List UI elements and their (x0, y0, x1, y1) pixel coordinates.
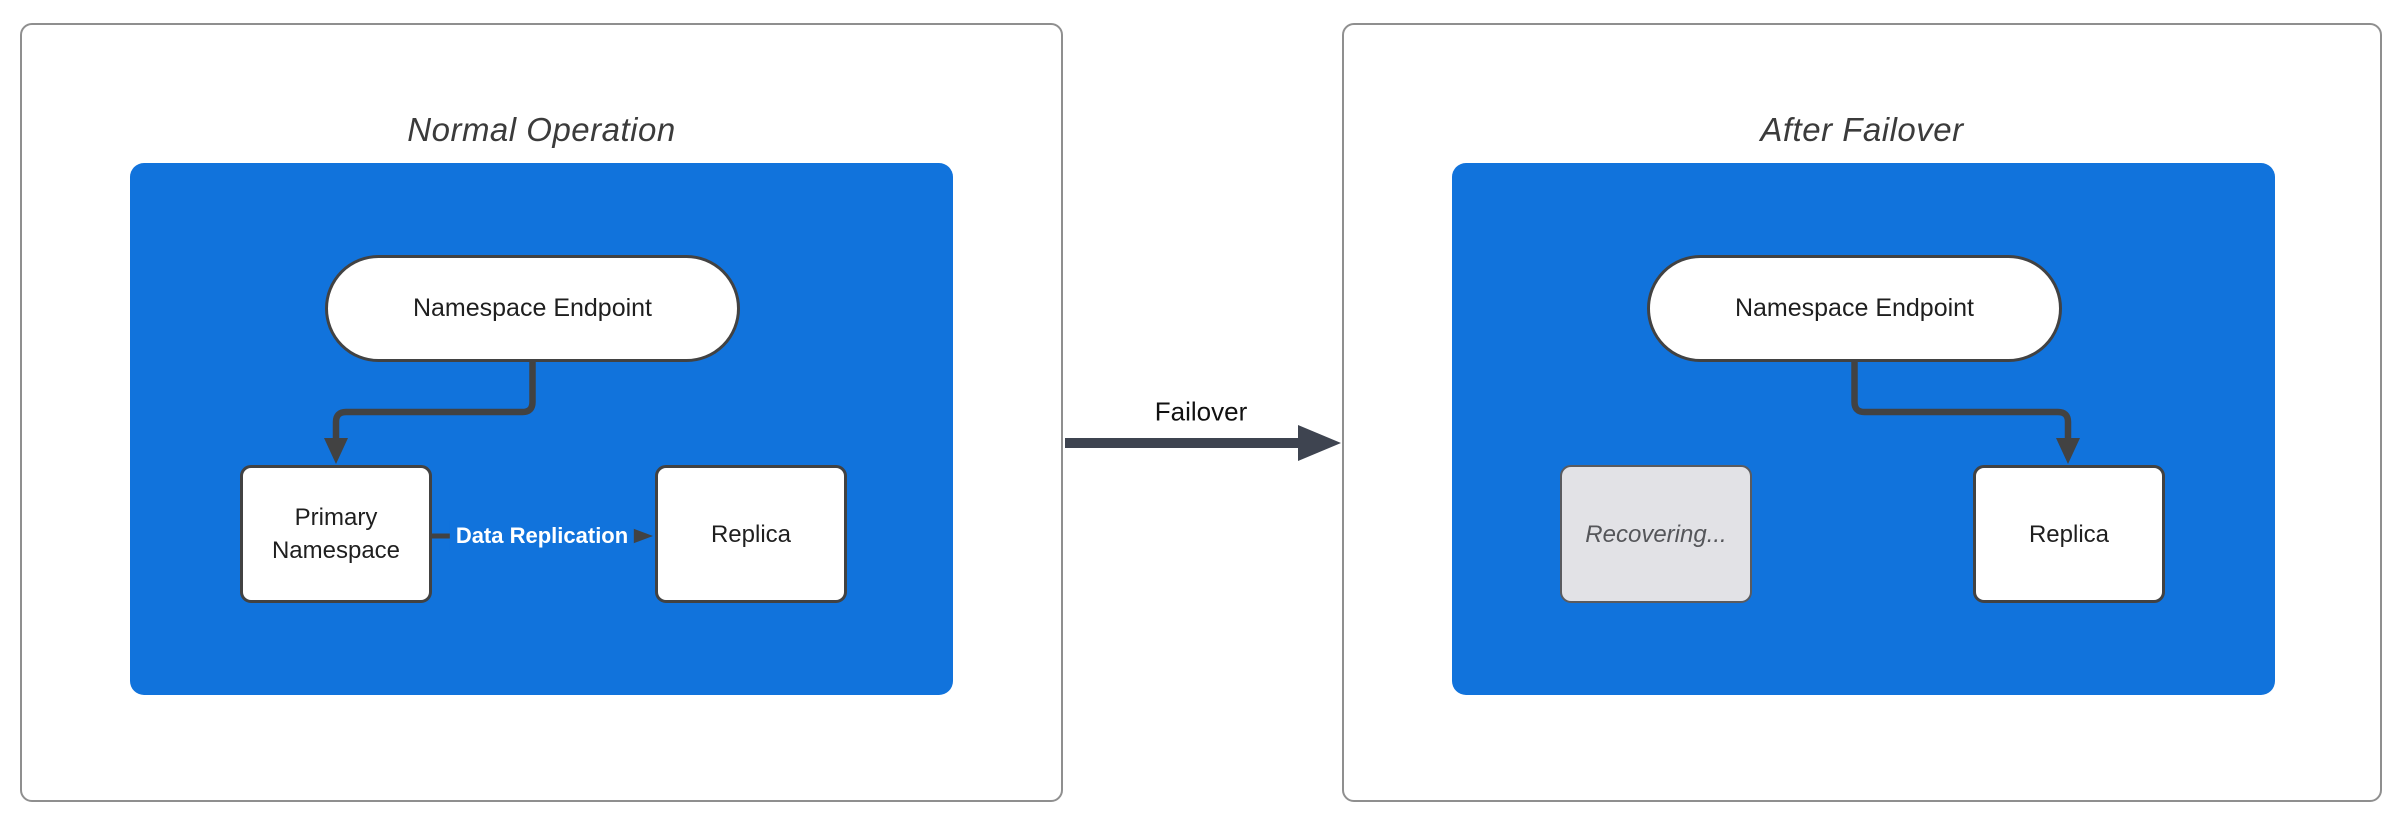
recovering-node: Recovering... (1560, 465, 1752, 603)
replica-node-normal: Replica (655, 465, 847, 603)
data-replication-edge-label: Data Replication (449, 521, 635, 551)
primary-namespace-node: Primary Namespace (240, 465, 432, 603)
replica-label: Replica (2028, 520, 2110, 548)
namespace-endpoint-label: Namespace Endpoint (1734, 294, 1975, 322)
failover-arrow-label: Failover (1154, 396, 1248, 427)
panel-title: After Failover (1760, 111, 1964, 148)
namespace-endpoint-node: Namespace Endpoint (325, 255, 740, 362)
recovering-label: Recovering... (1585, 520, 1727, 548)
primary-namespace-label: Primary Namespace (271, 504, 401, 564)
namespace-endpoint-label: Namespace Endpoint (412, 294, 653, 322)
failover-arrowhead (1298, 425, 1341, 461)
replica-node-failover: Replica (1973, 465, 2165, 603)
cluster-background-normal (130, 163, 953, 695)
namespace-endpoint-node-failover: Namespace Endpoint (1647, 255, 2062, 362)
cluster-background-failover (1452, 163, 2275, 695)
panel-title: Normal Operation (407, 111, 676, 148)
replica-label: Replica (710, 520, 792, 548)
